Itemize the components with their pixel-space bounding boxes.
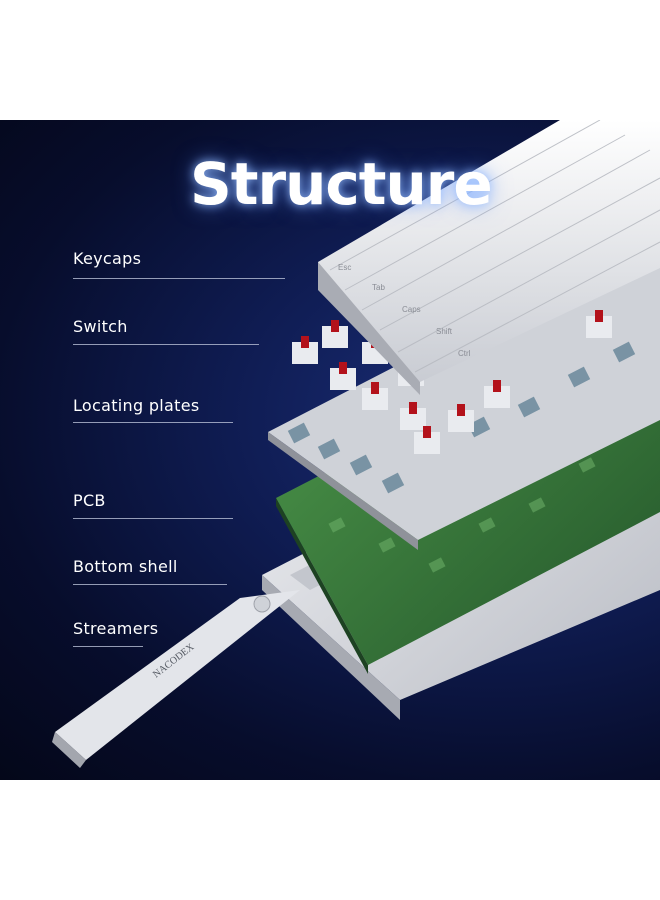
plate-cutouts xyxy=(287,341,636,494)
keycap-grid xyxy=(329,120,660,373)
keycap-legend-ctrl: Ctrl xyxy=(458,349,471,358)
keycap-legend-tab: Tab xyxy=(372,283,385,292)
product-panel: Esc Tab Caps Shift Ctrl NACODEX Structur… xyxy=(0,120,660,780)
switch xyxy=(292,336,318,364)
pcb-pads xyxy=(328,417,626,573)
label-locating-plates: Locating plates xyxy=(73,396,200,415)
divider-keycaps xyxy=(73,278,285,279)
switch xyxy=(400,402,426,430)
label-pcb: PCB xyxy=(73,491,106,510)
keycaps: Esc Tab Caps Shift Ctrl xyxy=(318,120,660,395)
label-switch: Switch xyxy=(73,317,128,336)
switch xyxy=(586,310,612,338)
switch xyxy=(414,426,440,454)
divider-pcb xyxy=(73,518,233,519)
divider-bottom-shell xyxy=(73,584,227,585)
divider-locating-plates xyxy=(73,422,233,423)
keycap-legend-shift: Shift xyxy=(436,327,453,336)
strap-button xyxy=(253,595,271,613)
divider-switch xyxy=(73,344,259,345)
page-title: Structure xyxy=(190,150,493,218)
label-streamers: Streamers xyxy=(73,619,159,638)
label-keycaps: Keycaps xyxy=(73,249,142,268)
switch xyxy=(322,320,348,348)
switch xyxy=(362,382,388,410)
switch xyxy=(484,380,510,408)
keycap-legend-esc: Esc xyxy=(338,263,351,272)
keycap-legend-caps: Caps xyxy=(402,305,421,314)
divider-streamers xyxy=(73,646,143,647)
switch xyxy=(448,404,474,432)
streamer-strap: NACODEX xyxy=(52,590,300,768)
switch xyxy=(330,362,356,390)
label-bottom-shell: Bottom shell xyxy=(73,557,178,576)
exploded-keyboard-illustration: Esc Tab Caps Shift Ctrl NACODEX xyxy=(52,120,660,768)
